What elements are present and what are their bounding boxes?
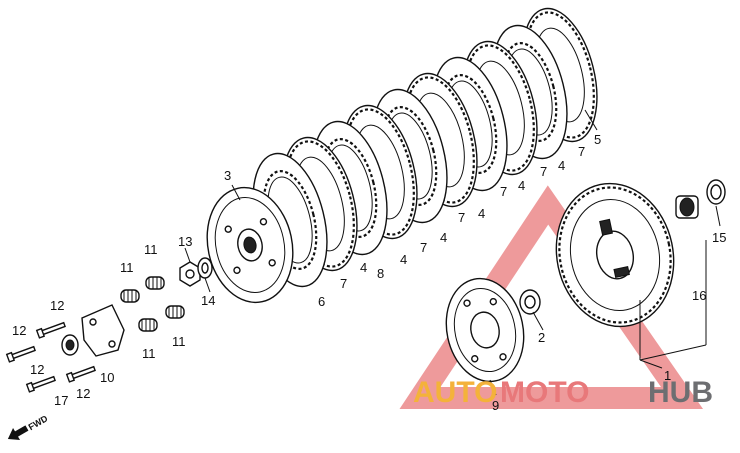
label-4a: 4: [360, 260, 367, 275]
label-5: 5: [594, 132, 601, 147]
label-11d: 11: [172, 334, 186, 349]
watermark-hub: HUB: [648, 376, 713, 409]
clutch-outer-housing: [555, 182, 675, 328]
label-12c: 12: [30, 362, 44, 377]
label-8: 8: [377, 266, 384, 281]
label-4f: 4: [558, 158, 565, 173]
label-1: 1: [664, 368, 671, 383]
thrust-washer: [706, 179, 726, 205]
clutch-plate-stack: [252, 7, 598, 288]
label-12b: 12: [12, 323, 26, 338]
leader-lines: [184, 109, 721, 396]
needle-bearing: [675, 195, 699, 219]
clutch-springs: [120, 276, 185, 332]
label-12a: 12: [50, 298, 64, 313]
callout-labels: 3 6 7 4 8 4 7 4 7 4 7 4 7 4 7 5 15 16 1 …: [12, 132, 726, 413]
watermark-auto: AUTO: [413, 376, 497, 409]
label-11b: 11: [120, 260, 134, 275]
bolts: [5, 321, 96, 393]
clutch-center-hub: [445, 277, 525, 383]
label-4d: 4: [478, 206, 485, 221]
label-13: 13: [178, 234, 192, 249]
label-9: 9: [492, 398, 499, 413]
label-4b: 4: [400, 252, 407, 267]
label-4c: 4: [440, 230, 447, 245]
label-2: 2: [538, 330, 545, 345]
label-7c: 7: [458, 210, 465, 225]
label-16: 16: [692, 288, 706, 303]
label-7e: 7: [540, 164, 547, 179]
lifter-bearing: [61, 334, 79, 356]
label-14: 14: [201, 293, 215, 308]
label-11a: 11: [144, 242, 158, 257]
label-10: 10: [100, 370, 114, 385]
label-15: 15: [712, 230, 726, 245]
label-12d: 12: [76, 386, 90, 401]
lock-nut: [179, 261, 201, 287]
fwd-label: FWD: [27, 413, 50, 432]
watermark-text: AUTO MOTO HUB: [413, 376, 713, 409]
pressure-plate: [206, 186, 294, 304]
label-17: 17: [54, 393, 68, 408]
label-7f: 7: [578, 144, 585, 159]
lock-washer: [197, 257, 213, 279]
label-7a: 7: [340, 276, 347, 291]
label-4e: 4: [518, 178, 525, 193]
fwd-arrow: FWD: [7, 413, 50, 441]
label-7d: 7: [500, 184, 507, 199]
label-11c: 11: [142, 346, 156, 361]
label-7b: 7: [420, 240, 427, 255]
watermark-moto: MOTO: [500, 376, 589, 409]
lifter-plate: [81, 304, 125, 357]
label-3: 3: [224, 168, 231, 183]
label-6: 6: [318, 294, 325, 309]
spacer-collar: [519, 289, 541, 315]
